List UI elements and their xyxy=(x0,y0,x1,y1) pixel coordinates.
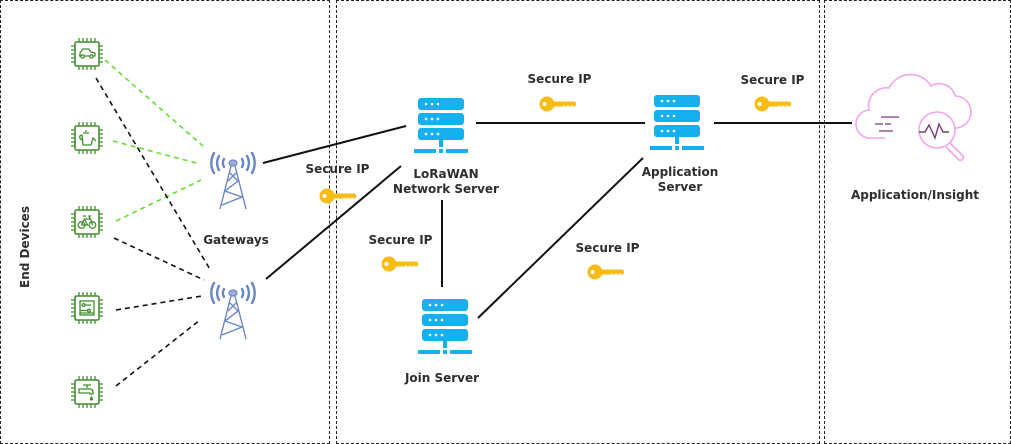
application-server-label-line2: Server xyxy=(657,180,703,194)
application-server-label-line1: Application xyxy=(641,165,719,179)
key-icon xyxy=(754,96,792,112)
link-car-gateway2 xyxy=(95,77,212,272)
link-gateway2-network xyxy=(265,165,402,280)
kettle-icon xyxy=(71,122,103,154)
link-board-gateway2 xyxy=(115,295,203,311)
link-kettle-gateway1 xyxy=(112,140,201,165)
secure-ip-label: Secure IP xyxy=(740,73,805,87)
join-server-icon xyxy=(418,299,472,354)
key-icon xyxy=(587,264,625,280)
application-insight-label: Application/Insight xyxy=(850,188,980,202)
link-join-application xyxy=(477,157,644,319)
bicycle-icon xyxy=(71,206,103,238)
key-icon xyxy=(381,256,419,272)
network-server-label-line2: Network Server xyxy=(393,182,499,196)
link-gateway1-network xyxy=(262,125,407,164)
end-devices-label: End Devices xyxy=(18,206,32,288)
key-icon xyxy=(319,188,357,204)
gateway-tower-icon xyxy=(210,281,256,340)
secure-ip-label: Secure IP xyxy=(575,241,640,255)
application-server-label: Application Server xyxy=(620,165,740,195)
join-server-label: Join Server xyxy=(404,371,480,385)
secure-ip-label: Secure IP xyxy=(368,233,433,247)
network-server-label: LoRaWAN Network Server xyxy=(386,167,506,197)
link-bike-gateway1 xyxy=(115,179,202,222)
gateways-label: Gateways xyxy=(203,233,269,247)
car-icon xyxy=(71,38,103,70)
link-car-gateway1 xyxy=(104,59,204,147)
circuit-board-icon xyxy=(71,292,103,324)
link-faucet-gateway2 xyxy=(115,319,201,387)
key-icon xyxy=(539,96,577,112)
faucet-icon xyxy=(71,376,103,408)
cloud-insight-icon xyxy=(855,73,972,162)
network-server-icon xyxy=(414,98,468,153)
secure-ip-label: Secure IP xyxy=(305,162,370,176)
application-server-icon xyxy=(650,95,704,150)
network-server-label-line1: LoRaWAN xyxy=(413,167,479,181)
link-bike-gateway2 xyxy=(113,237,205,281)
gateway-tower-icon xyxy=(210,151,256,210)
secure-ip-label: Secure IP xyxy=(527,72,592,86)
